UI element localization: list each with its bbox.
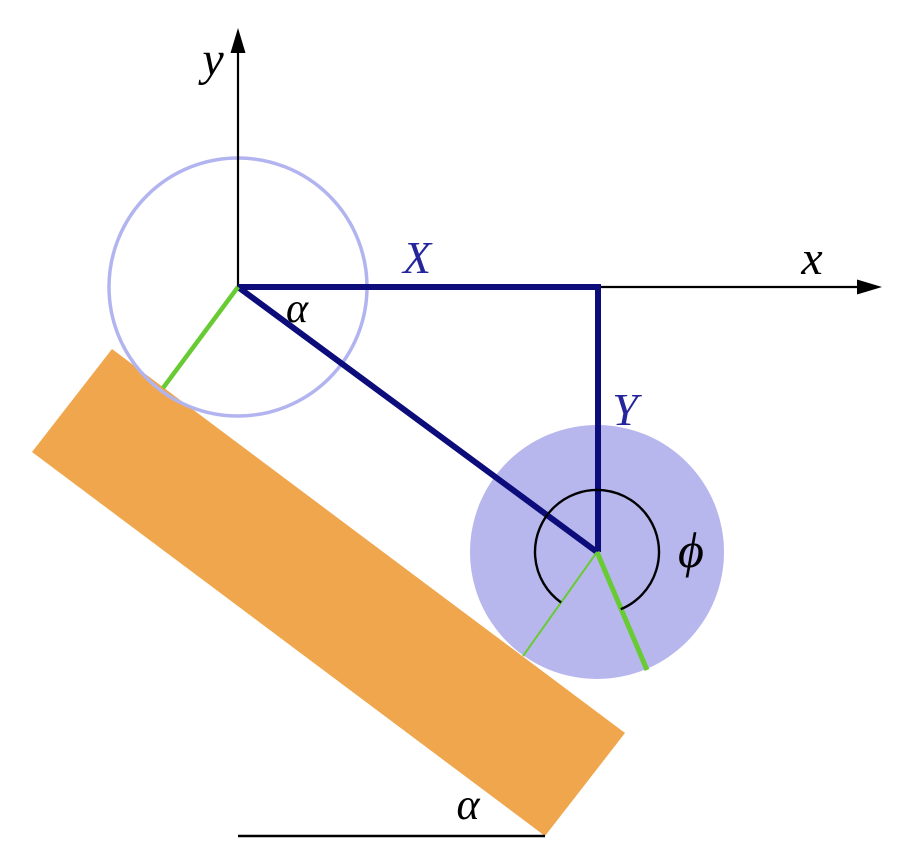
origin-contact-radius [161,285,240,390]
rotation-angle-label: ϕ [678,522,704,578]
rotation-angle-arc [533,488,661,611]
x-component-label: X [401,232,433,283]
rolled-contact-normal [522,551,598,657]
y-axis-label: y [197,33,224,86]
incline-angle-label-origin: α [286,286,309,332]
hypotenuse-segment [236,284,599,555]
incline-angle-label-ground: α [456,780,480,829]
rolled-marked-radius [594,551,650,671]
x-axis-arrowhead-icon [857,279,882,295]
y-axis-arrowhead-icon [230,28,246,53]
y-component-label: Y [612,384,642,435]
x-axis-label: x [800,232,822,285]
inclined-plank [32,349,625,836]
